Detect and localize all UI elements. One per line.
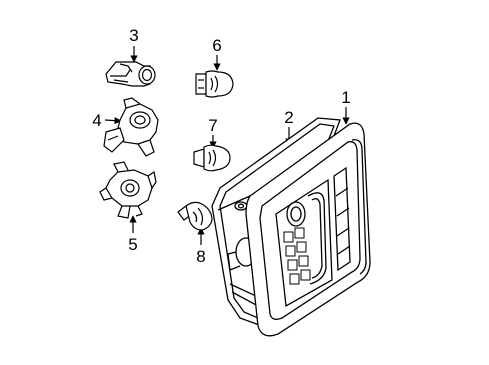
leader-line-4	[104, 117, 122, 125]
callout-3: 3	[129, 26, 139, 45]
callout-6: 6	[212, 36, 222, 55]
part-6-bulb	[196, 71, 233, 97]
part-8-bulb	[178, 202, 212, 230]
part-1-lens	[246, 123, 370, 336]
part-4-socket	[104, 98, 158, 156]
callout-8: 8	[196, 247, 206, 266]
part-5-socket	[100, 162, 156, 218]
part-7-bulb	[194, 145, 230, 171]
leader-lines	[104, 46, 350, 245]
callout-1: 1	[341, 88, 351, 107]
callout-7: 7	[208, 116, 218, 135]
callout-5: 5	[128, 235, 138, 254]
part-3-socket	[106, 62, 155, 86]
callout-2: 2	[284, 108, 294, 127]
callout-4: 4	[92, 111, 102, 130]
